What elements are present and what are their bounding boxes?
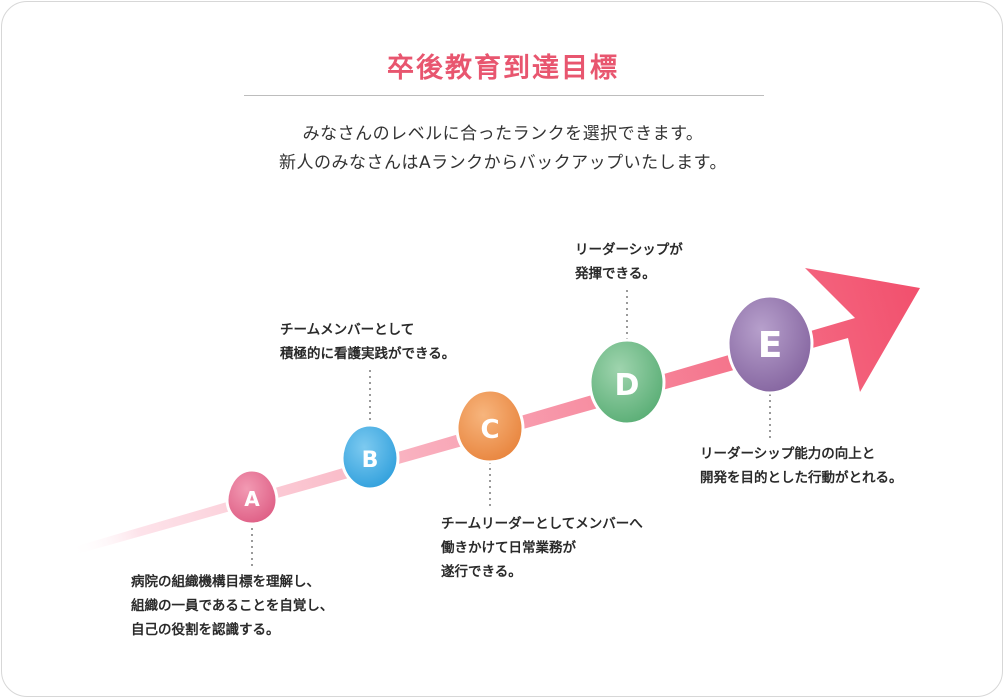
- intro-line-2: 新人のみなさんはAランクからバックアップいたします。: [279, 153, 727, 173]
- intro-line-1: みなさんのレベルに合ったランクを選択できます。: [302, 124, 704, 144]
- rank-letter-b: B: [362, 448, 379, 473]
- rank-c-description: チームリーダーとしてメンバーへ 働きかけて日常業務が 遂行できる。: [441, 516, 643, 580]
- rank-egg-a: A: [225, 468, 279, 526]
- rank-egg-e: E: [726, 294, 814, 395]
- rank-letter-e: E: [758, 325, 783, 366]
- rank-letter-a: A: [244, 487, 260, 511]
- rank-egg-b: B: [340, 423, 400, 491]
- rank-e-description: リーダーシップ能力の向上と 開発を目的とした行動がとれる。: [700, 446, 903, 486]
- rank-egg-d: D: [588, 338, 666, 426]
- rank-a-description: 病院の組織機構目標を理解し、 組織の一員であることを自覚し、 自己の役割を認識す…: [131, 574, 334, 638]
- progress-arrow: [70, 268, 920, 556]
- rank-d-description: リーダーシップが 発揮できる。: [575, 242, 683, 282]
- rank-letter-d: D: [615, 368, 640, 403]
- rank-letter-c: C: [480, 415, 499, 445]
- page-title: 卒後教育到達目標: [387, 53, 619, 84]
- rank-b-description: チームメンバーとして 積極的に看護実践ができる。: [280, 322, 456, 362]
- title-divider: [244, 95, 764, 96]
- rank-egg-c: C: [455, 388, 525, 464]
